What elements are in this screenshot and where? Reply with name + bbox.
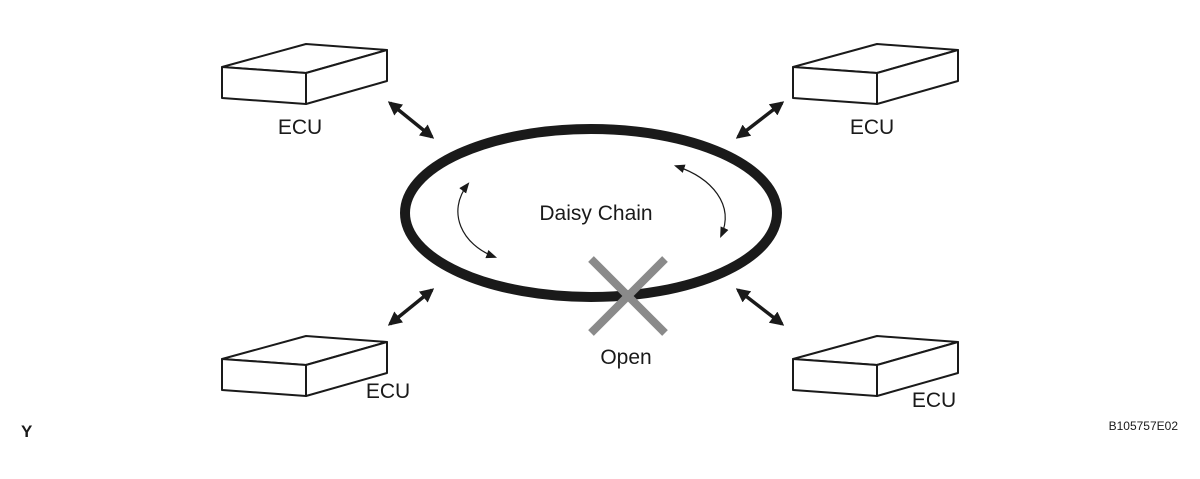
connection-arrow-top-left — [387, 101, 435, 139]
ecu-box-top-left — [221, 43, 388, 105]
corner-mark: Y — [21, 422, 33, 441]
connection-arrow-top-right — [735, 101, 785, 139]
ecu-box-bottom-left — [221, 335, 388, 397]
flow-arc-right — [673, 164, 729, 238]
ecu-box-bottom-right — [792, 335, 959, 397]
connection-arrow-bottom-left — [387, 288, 435, 326]
ecu-box-top-right — [792, 43, 959, 105]
ecu-label-bottom-left: ECU — [366, 380, 410, 403]
connection-arrow-bottom-right — [735, 288, 785, 326]
ecu-label-top-right: ECU — [850, 116, 894, 139]
open-label: Open — [600, 346, 651, 369]
cross-icon — [588, 256, 668, 336]
daisy-chain-label: Daisy Chain — [539, 202, 652, 225]
figure-id: B105757E02 — [1109, 419, 1179, 433]
daisy-chain-ring — [400, 124, 782, 302]
flow-arc-left — [457, 182, 498, 259]
ecu-label-bottom-right: ECU — [912, 389, 956, 412]
ecu-label-top-left: ECU — [278, 116, 322, 139]
